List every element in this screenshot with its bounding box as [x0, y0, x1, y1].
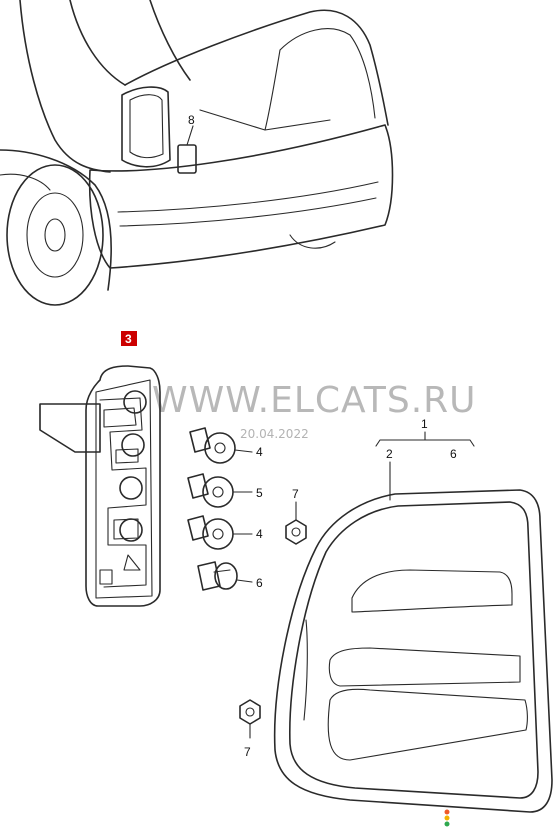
- watermark-date: 20.04.2022: [240, 427, 309, 441]
- callout-8: 8: [188, 113, 195, 127]
- callout-4-lower: 4: [256, 527, 263, 541]
- callout-6-left: 6: [256, 576, 263, 590]
- nut-7-upper[interactable]: [285, 501, 307, 545]
- bulb-6[interactable]: [197, 561, 253, 591]
- callout-4-upper: 4: [256, 445, 263, 459]
- callout-1: 1: [421, 417, 428, 431]
- car-rear-illustration: 8: [0, 0, 394, 306]
- status-indicator: [444, 809, 450, 827]
- connector-part-8: [177, 144, 197, 174]
- callout-7-lower: 7: [244, 745, 251, 759]
- callout-2: 2: [386, 447, 393, 461]
- callout-7-upper: 7: [292, 487, 299, 501]
- status-dot: [444, 815, 450, 821]
- watermark-text: WWW.ELCATS.RU: [152, 380, 477, 421]
- callout-6-right: 6: [450, 447, 457, 461]
- part-3-label: 3: [125, 332, 132, 346]
- status-dot: [444, 821, 450, 827]
- part-3-badge[interactable]: 3: [121, 331, 137, 346]
- bulb-4-upper[interactable]: [189, 427, 253, 464]
- bulb-holder-board: [39, 365, 161, 607]
- bulb-4-lower[interactable]: [187, 515, 253, 550]
- callout-5: 5: [256, 486, 263, 500]
- tail-light-lens[interactable]: [273, 431, 553, 813]
- nut-7-lower[interactable]: [239, 699, 261, 739]
- status-dot: [444, 809, 450, 815]
- bulb-5[interactable]: [187, 473, 253, 508]
